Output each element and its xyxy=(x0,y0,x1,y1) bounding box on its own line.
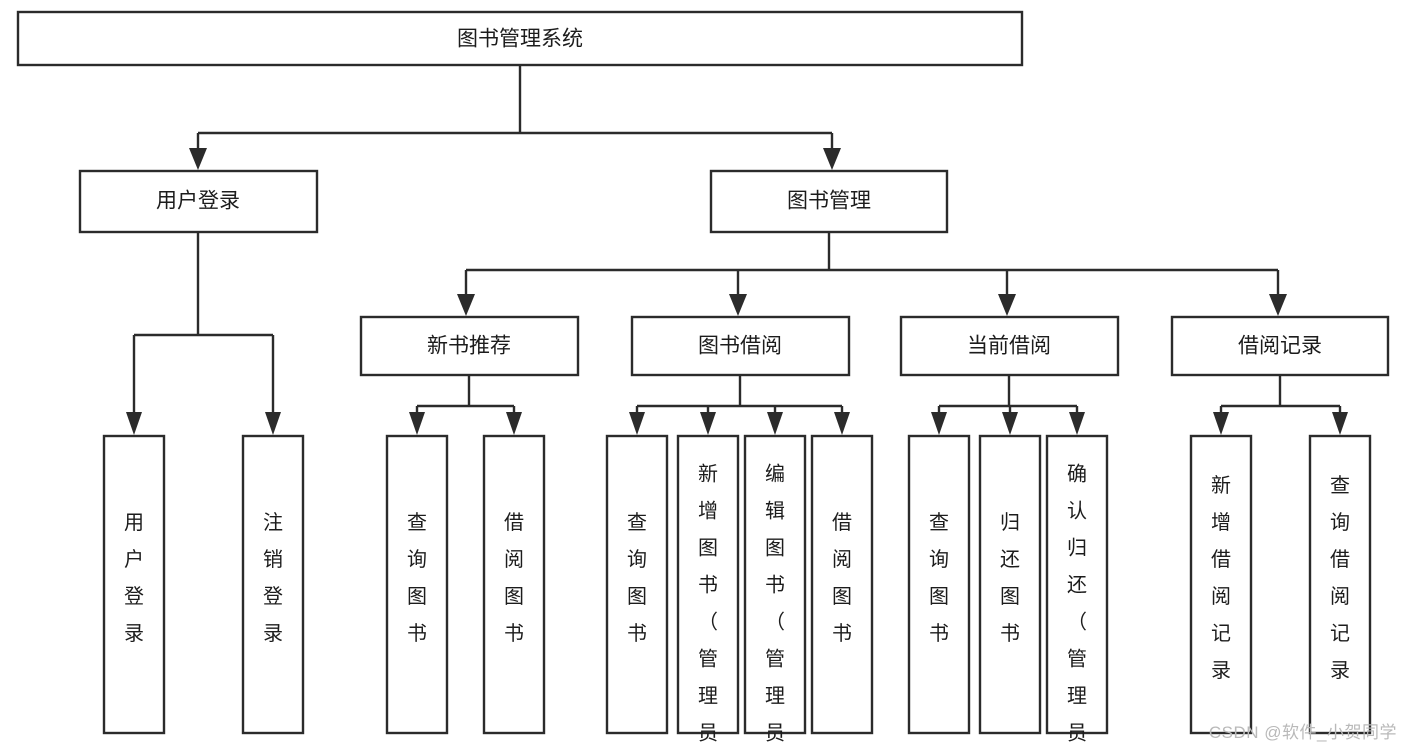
node-new-book-rec-label: 新书推荐 xyxy=(427,335,511,358)
arrowhead-leaf-query-record xyxy=(1332,412,1348,435)
arrowhead-leaf-return-book xyxy=(1002,412,1018,435)
node-user-login[interactable]: 用户登录 xyxy=(78,169,319,234)
node-leaf-logout-label: 注销登录 xyxy=(263,511,283,645)
node-root-label: 图书管理系统 xyxy=(457,28,583,51)
node-leaf-query-record[interactable]: 查询借阅记录 xyxy=(1308,434,1372,735)
node-root[interactable]: 图书管理系统 xyxy=(16,10,1024,67)
node-leaf-borrow-book-2[interactable]: 借阅图书 xyxy=(810,434,874,735)
node-borrow-record-label: 借阅记录 xyxy=(1238,335,1322,358)
node-leaf-borrow-book-2-box[interactable] xyxy=(810,434,874,735)
arrowhead-leaf-edit-book xyxy=(767,412,783,435)
node-leaf-add-record-label: 新增借阅记录 xyxy=(1211,474,1231,682)
node-leaf-add-book[interactable]: 新增图书（管理员） xyxy=(676,434,740,747)
node-current-borrow-box[interactable] xyxy=(899,315,1120,377)
node-leaf-query-book-1[interactable]: 查询图书 xyxy=(385,434,449,735)
arrowhead-user-login xyxy=(189,148,207,170)
node-current-borrow[interactable]: 当前借阅 xyxy=(899,315,1120,377)
node-leaf-confirm-return-box[interactable] xyxy=(1045,434,1109,735)
node-group: 图书管理系统 用户登录 图书管理 新书推荐 图书借阅 xyxy=(16,10,1390,747)
arrowhead-leaf-borrow-book-1 xyxy=(506,412,522,435)
node-borrow-record-box[interactable] xyxy=(1170,315,1390,377)
node-leaf-borrow-book-1[interactable]: 借阅图书 xyxy=(482,434,546,735)
node-root-box[interactable] xyxy=(16,10,1024,67)
node-leaf-edit-book-box[interactable] xyxy=(743,434,807,735)
node-leaf-query-book-3-label: 查询图书 xyxy=(929,511,949,645)
node-leaf-user-login-label: 用户登录 xyxy=(124,512,144,645)
node-leaf-return-book-label: 归还图书 xyxy=(1000,511,1020,645)
arrowhead-current-borrow xyxy=(998,294,1016,316)
node-new-book-rec[interactable]: 新书推荐 xyxy=(359,315,580,377)
node-current-borrow-label: 当前借阅 xyxy=(967,335,1051,358)
node-leaf-add-record[interactable]: 新增借阅记录 xyxy=(1189,434,1253,735)
node-leaf-logout-box[interactable] xyxy=(241,434,305,735)
node-leaf-confirm-return[interactable]: 确认归还（管理员） xyxy=(1045,434,1109,747)
node-book-manage-box[interactable] xyxy=(709,169,949,234)
arrowhead-borrow-record xyxy=(1269,294,1287,316)
arrowhead-book-borrow xyxy=(729,294,747,316)
leaf-node-group: 用户登录 注销登录 查询图书 借阅图书 查询图书 新增图书（管理员） 编辑图书（管理员） 借阅… xyxy=(102,434,1372,747)
node-leaf-query-book-1-label: 查询图书 xyxy=(407,511,427,645)
node-leaf-edit-book[interactable]: 编辑图书（管理员） xyxy=(743,434,807,747)
node-book-borrow[interactable]: 图书借阅 xyxy=(630,315,851,377)
arrowhead-group xyxy=(126,148,1348,435)
arrowhead-leaf-add-book xyxy=(700,412,716,435)
node-book-manage-label: 图书管理 xyxy=(787,190,871,213)
node-leaf-add-book-box[interactable] xyxy=(676,434,740,735)
node-leaf-return-book[interactable]: 归还图书 xyxy=(978,434,1042,735)
node-leaf-confirm-return-label: 确认归还（管理员） xyxy=(1067,463,1087,747)
node-book-manage[interactable]: 图书管理 xyxy=(709,169,949,234)
arrowhead-leaf-logout xyxy=(265,412,281,435)
node-leaf-query-book-2-box[interactable] xyxy=(605,434,669,735)
node-leaf-add-record-box[interactable] xyxy=(1189,434,1253,735)
node-leaf-query-record-box[interactable] xyxy=(1308,434,1372,735)
node-user-login-label: 用户登录 xyxy=(156,190,240,213)
node-leaf-logout[interactable]: 注销登录 xyxy=(241,434,305,735)
arrowhead-leaf-confirm-return xyxy=(1069,412,1085,435)
node-leaf-query-record-label: 查询借阅记录 xyxy=(1330,474,1350,682)
node-leaf-query-book-2[interactable]: 查询图书 xyxy=(605,434,669,735)
node-leaf-borrow-book-1-box[interactable] xyxy=(482,434,546,735)
node-leaf-query-book-3[interactable]: 查询图书 xyxy=(907,434,971,735)
node-leaf-borrow-book-1-label: 借阅图书 xyxy=(504,511,524,645)
connector-group xyxy=(132,65,1342,413)
arrowhead-leaf-borrow-book-2 xyxy=(834,412,850,435)
arrowhead-leaf-query-book-1 xyxy=(409,412,425,435)
arrowhead-leaf-query-book-2 xyxy=(629,412,645,435)
node-leaf-return-book-box[interactable] xyxy=(978,434,1042,735)
node-leaf-add-book-label: 新增图书（管理员） xyxy=(698,463,718,747)
node-leaf-borrow-book-2-label: 借阅图书 xyxy=(832,511,852,645)
node-user-login-box[interactable] xyxy=(78,169,319,234)
node-borrow-record[interactable]: 借阅记录 xyxy=(1170,315,1390,377)
arrowhead-leaf-query-book-3 xyxy=(931,412,947,435)
node-leaf-query-book-2-label: 查询图书 xyxy=(627,511,647,645)
arrowhead-book-manage xyxy=(823,148,841,170)
node-leaf-user-login-box[interactable] xyxy=(102,434,166,735)
node-new-book-rec-box[interactable] xyxy=(359,315,580,377)
node-leaf-edit-book-label: 编辑图书（管理员） xyxy=(765,463,785,747)
node-leaf-user-login[interactable]: 用户登录 xyxy=(102,434,166,735)
arrowhead-leaf-add-record xyxy=(1213,412,1229,435)
arrowhead-leaf-user-login xyxy=(126,412,142,435)
node-leaf-query-book-1-box[interactable] xyxy=(385,434,449,735)
node-leaf-query-book-3-box[interactable] xyxy=(907,434,971,735)
node-book-borrow-label: 图书借阅 xyxy=(698,335,782,358)
arrowhead-new-book-rec xyxy=(457,294,475,316)
node-book-borrow-box[interactable] xyxy=(630,315,851,377)
